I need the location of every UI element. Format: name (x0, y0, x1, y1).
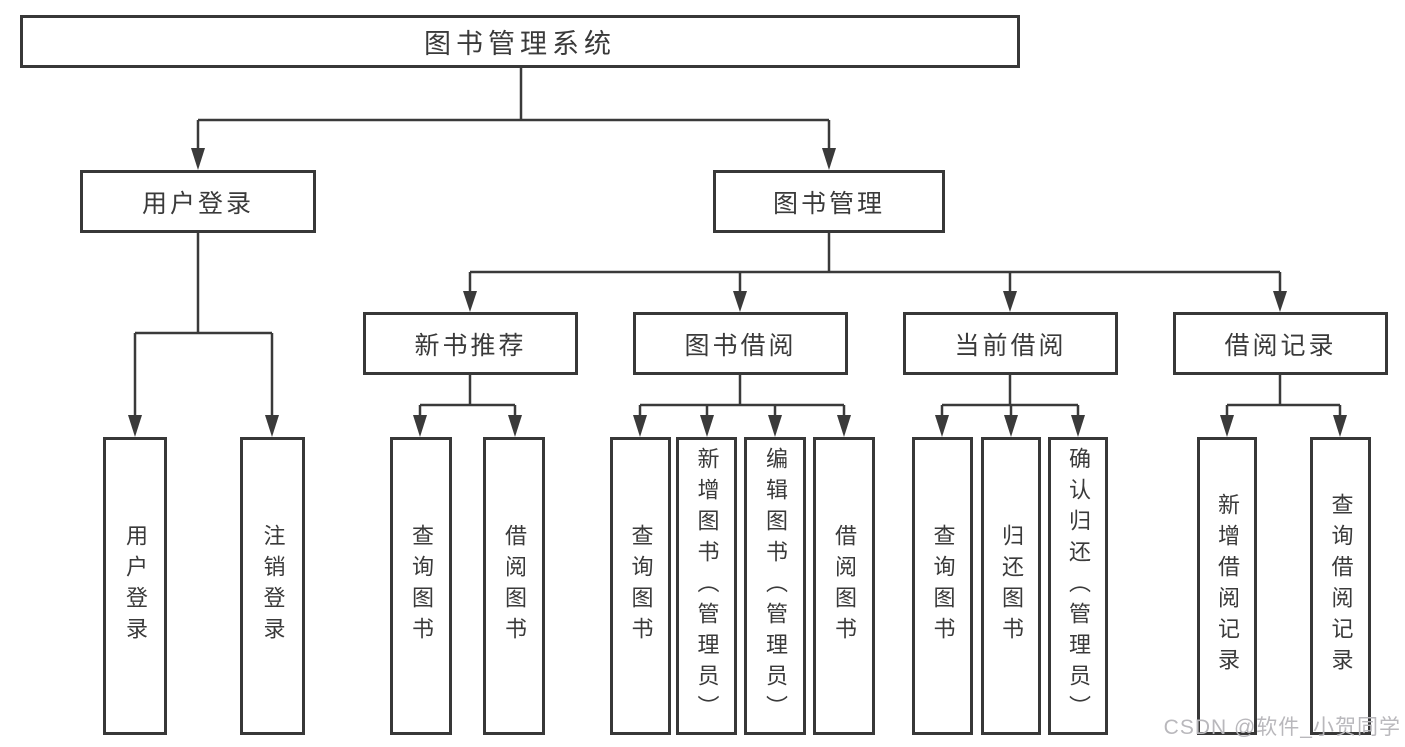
leaf-bb-edit-books-admin: 编辑图书（管理员） (744, 437, 806, 735)
leaf-logout-label: 注销登录 (260, 524, 286, 648)
leaf-cb-confirm-return-admin: 确认归还（管理员） (1048, 437, 1108, 735)
leaf-br-query-record: 查询借阅记录 (1310, 437, 1371, 735)
node-root: 图书管理系统 (20, 15, 1020, 68)
leaf-bb-borrow-books: 借阅图书 (813, 437, 875, 735)
leaf-nb-query-books: 查询图书 (390, 437, 452, 735)
node-borrowing-records-label: 借阅记录 (1224, 331, 1337, 360)
leaf-cb-confirm-return-admin-label: 确认归还（管理员） (1066, 446, 1091, 726)
node-current-borrowing: 当前借阅 (903, 312, 1118, 375)
leaf-user-login: 用户登录 (103, 437, 167, 735)
leaf-bb-query-books: 查询图书 (610, 437, 671, 735)
leaf-br-query-record-label: 查询借阅记录 (1328, 493, 1354, 679)
csdn-watermark: CSDN @软件_小贺同学 (1163, 716, 1401, 739)
leaf-cb-return-books: 归还图书 (981, 437, 1041, 735)
leaf-bb-add-books-admin: 新增图书（管理员） (676, 437, 737, 735)
leaf-bb-borrow-books-label: 借阅图书 (832, 524, 857, 648)
leaf-nb-borrow-books: 借阅图书 (483, 437, 545, 735)
leaf-cb-return-books-label: 归还图书 (999, 524, 1024, 648)
leaf-user-login-label: 用户登录 (123, 524, 148, 648)
node-new-book-recommend: 新书推荐 (363, 312, 578, 375)
node-root-label: 图书管理系统 (424, 29, 616, 59)
node-borrowing-records: 借阅记录 (1173, 312, 1388, 375)
node-book-management-label: 图书管理 (772, 189, 885, 218)
leaf-br-add-record: 新增借阅记录 (1197, 437, 1257, 735)
node-new-book-recommend-label: 新书推荐 (414, 331, 527, 360)
node-book-borrowing-label: 图书借阅 (684, 331, 797, 360)
node-user-login-label: 用户登录 (141, 189, 254, 218)
leaf-bb-add-books-admin-label: 新增图书（管理员） (694, 446, 720, 726)
leaf-bb-edit-books-admin-label: 编辑图书（管理员） (763, 446, 788, 726)
leaf-nb-query-books-label: 查询图书 (409, 524, 434, 648)
leaf-cb-query-books-label: 查询图书 (930, 524, 956, 648)
leaf-nb-borrow-books-label: 借阅图书 (502, 524, 527, 648)
leaf-br-add-record-label: 新增借阅记录 (1215, 493, 1240, 679)
leaf-logout: 注销登录 (240, 437, 305, 735)
leaf-bb-query-books-label: 查询图书 (628, 524, 654, 648)
node-book-management: 图书管理 (713, 170, 945, 233)
node-book-borrowing: 图书借阅 (633, 312, 848, 375)
arrowheads (128, 148, 1347, 437)
node-current-borrowing-label: 当前借阅 (954, 331, 1067, 360)
leaf-cb-query-books: 查询图书 (912, 437, 973, 735)
node-user-login: 用户登录 (80, 170, 316, 233)
